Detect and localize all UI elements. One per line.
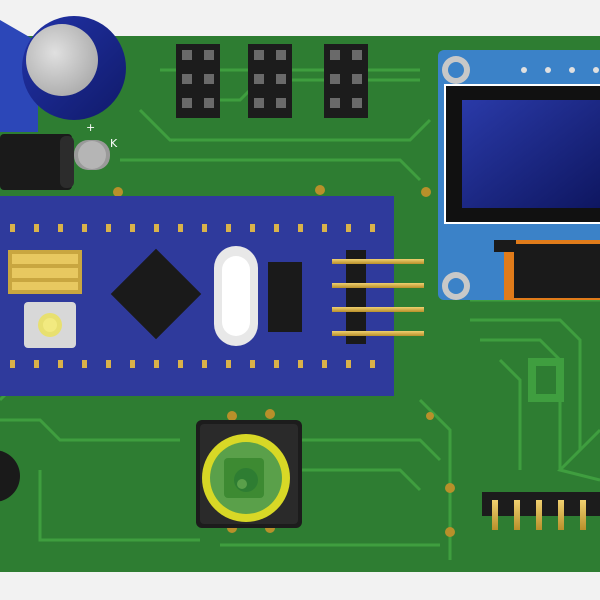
right-angle-header	[482, 492, 600, 530]
module-pin	[250, 360, 255, 368]
module-pin	[10, 224, 15, 232]
module-pin	[106, 224, 111, 232]
module-pin	[34, 360, 39, 368]
rotary-encoder	[196, 420, 302, 528]
pin-header-block-3	[324, 44, 368, 118]
bottom-strip	[0, 572, 600, 600]
module-side-pins	[332, 250, 424, 344]
module-pin	[370, 360, 375, 368]
module-pin	[346, 224, 351, 232]
module-pin	[154, 360, 159, 368]
microcontroller-module	[0, 196, 424, 396]
led-cathode-mark: K	[110, 137, 118, 150]
electrolytic-capacitor: +	[22, 16, 126, 134]
module-pin	[274, 360, 279, 368]
round-component	[0, 450, 20, 502]
module-pin	[130, 360, 135, 368]
bottom-pin-row	[10, 360, 375, 368]
led: K	[74, 137, 118, 170]
reset-button	[24, 302, 76, 348]
module-pin	[130, 224, 135, 232]
oled-display-module	[438, 50, 600, 300]
module-pin	[58, 360, 63, 368]
module-pin	[202, 360, 207, 368]
module-pin	[58, 224, 63, 232]
jumper-block	[8, 250, 82, 294]
module-pin	[322, 360, 327, 368]
module-pin	[154, 224, 159, 232]
pin-header-block-1	[176, 44, 220, 118]
pin-header-block-2	[248, 44, 292, 118]
module-pin	[34, 224, 39, 232]
lower-right-components	[528, 358, 564, 402]
oled-screen	[462, 100, 600, 208]
module-pin	[250, 224, 255, 232]
module-pin	[322, 224, 327, 232]
module-pin	[178, 360, 183, 368]
module-pin	[274, 224, 279, 232]
module-pin	[10, 360, 15, 368]
top-pin-row	[10, 224, 375, 232]
barrel-component	[0, 134, 74, 190]
module-pin	[346, 360, 351, 368]
capacitor-polarity-mark: +	[86, 121, 95, 134]
module-pin	[202, 224, 207, 232]
module-pin	[298, 360, 303, 368]
oled-header-pins	[521, 67, 599, 73]
regulator-ic	[268, 262, 302, 332]
module-pin	[82, 360, 87, 368]
module-pin	[226, 360, 231, 368]
module-pin	[226, 224, 231, 232]
module-pin	[106, 360, 111, 368]
module-pin	[82, 224, 87, 232]
module-pin	[370, 224, 375, 232]
mcu-chip	[110, 248, 202, 340]
module-pin	[298, 224, 303, 232]
module-pin	[178, 224, 183, 232]
